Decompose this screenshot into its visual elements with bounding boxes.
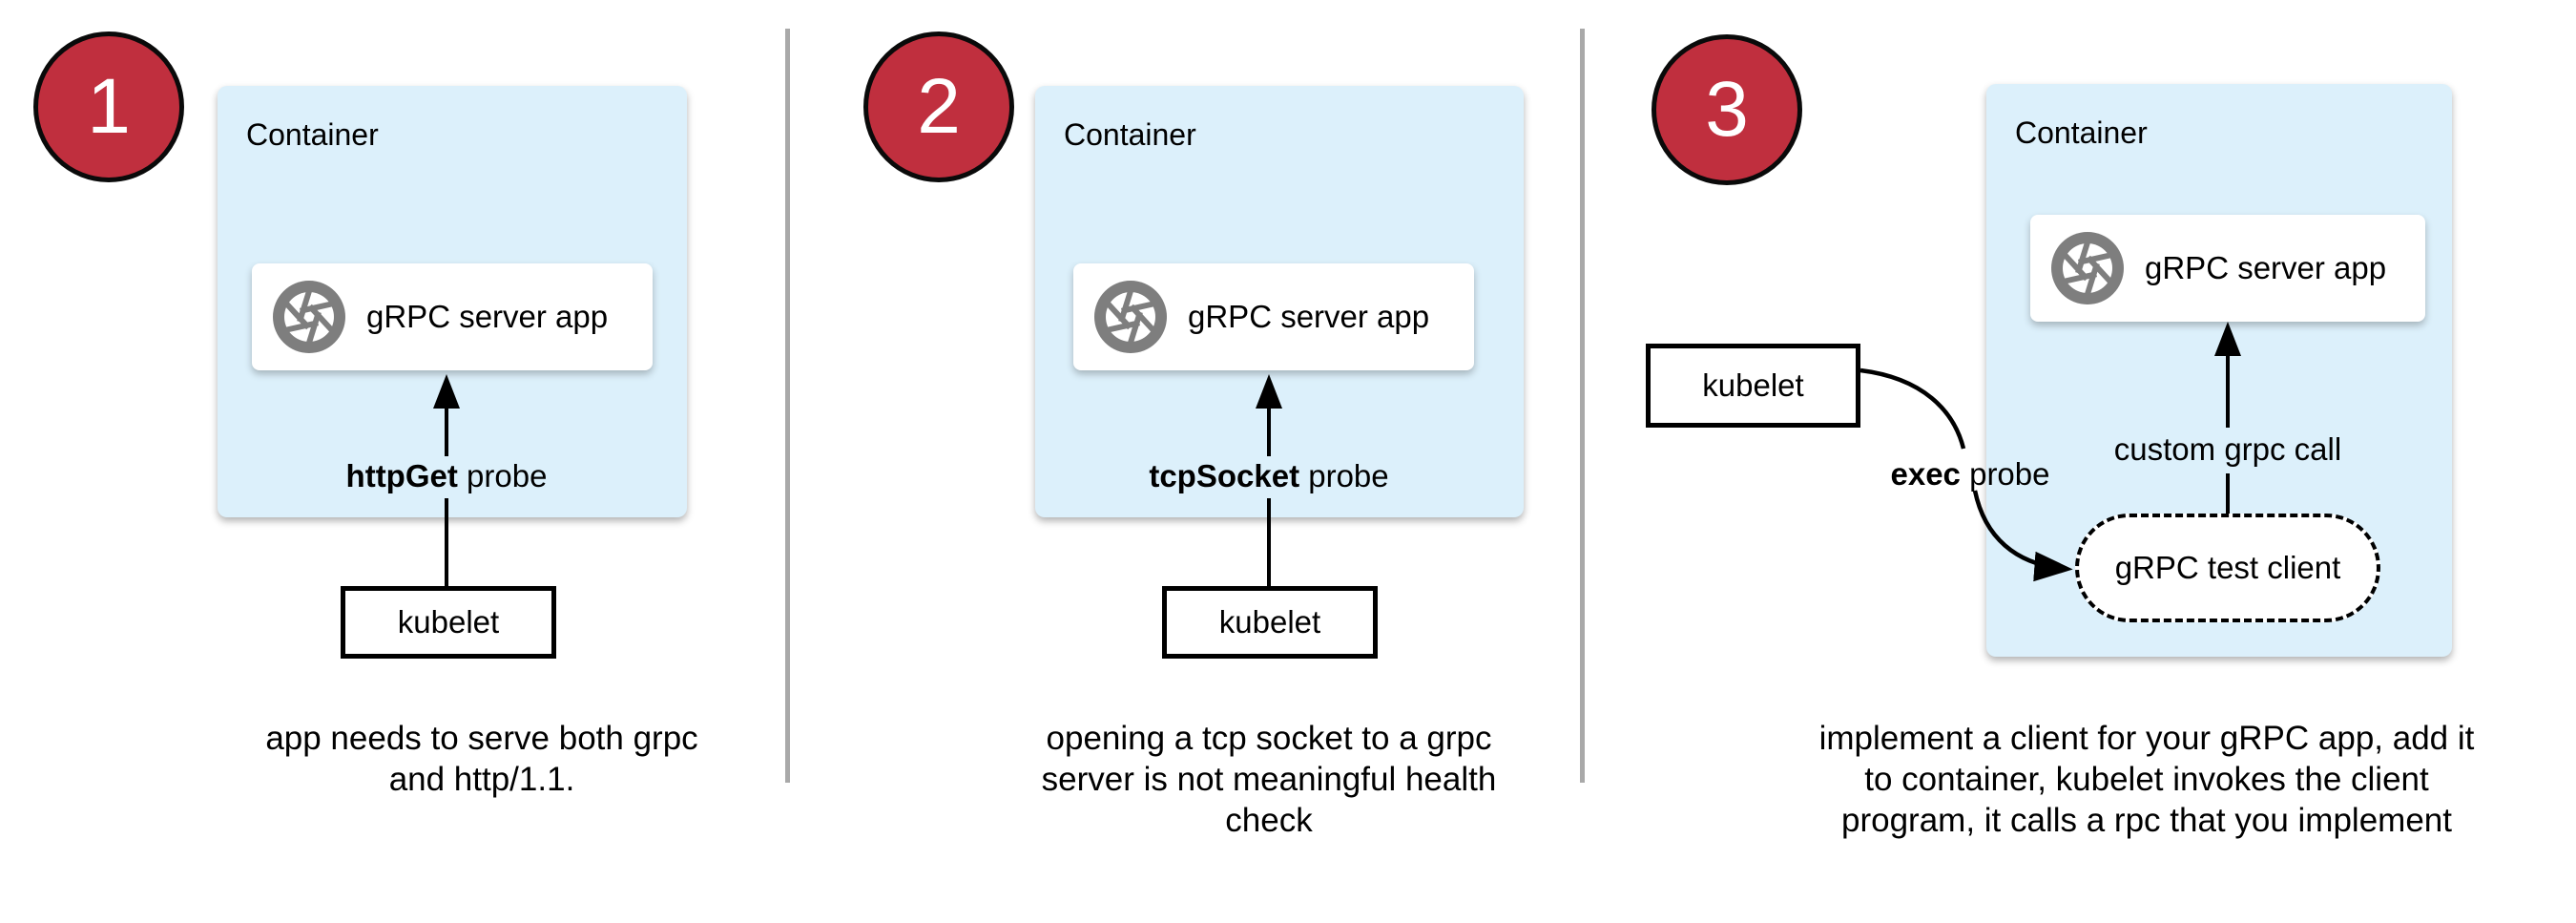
- step-badge-1: 1: [33, 31, 184, 182]
- caption-2: opening a tcp socket to a grpc server is…: [1041, 720, 1497, 839]
- grpc-test-client-pill: gRPC test client: [2075, 514, 2380, 622]
- step-number: 1: [87, 63, 131, 150]
- panel-divider-2: [1580, 29, 1585, 783]
- aperture-icon: [273, 281, 345, 353]
- kubelet-label: kubelet: [1702, 367, 1804, 403]
- step-number: 3: [1705, 66, 1749, 153]
- step-badge-3: 3: [1652, 34, 1802, 185]
- probe-word: probe: [1299, 458, 1389, 493]
- probe-word: probe: [1960, 456, 2050, 492]
- kubelet-box-1: kubelet: [341, 586, 556, 659]
- aperture-icon: [2051, 232, 2124, 304]
- probe-word: probe: [457, 458, 548, 493]
- step-badge-2: 2: [863, 31, 1014, 182]
- aperture-icon: [1094, 281, 1167, 353]
- container-label-1: Container: [246, 117, 379, 152]
- step-number: 2: [917, 63, 961, 150]
- probe-type: tcpSocket: [1149, 458, 1300, 493]
- container-label-3: Container: [2015, 115, 2148, 150]
- grpc-test-client-label: gRPC test client: [2114, 550, 2341, 585]
- caption-1: app needs to serve both grpc and http/1.…: [265, 720, 698, 798]
- probe-label-3: exec probe: [1827, 456, 2113, 493]
- kubelet-box-2: kubelet: [1162, 586, 1378, 659]
- probe-label-1: httpGet probe: [303, 458, 590, 494]
- probe-label-2: tcpSocket probe: [1102, 458, 1436, 494]
- kubelet-label: kubelet: [1218, 604, 1321, 640]
- grpc-server-app-box-2: gRPC server app: [1073, 263, 1474, 370]
- kubelet-box-3: kubelet: [1646, 344, 1860, 428]
- grpc-server-app-box-1: gRPC server app: [252, 263, 653, 370]
- probe-type: exec: [1890, 456, 1961, 492]
- grpc-server-app-label: gRPC server app: [1188, 299, 1430, 334]
- custom-grpc-call-label: custom grpc call: [2113, 431, 2342, 467]
- kubelet-label: kubelet: [397, 604, 500, 640]
- container-label-2: Container: [1064, 117, 1196, 152]
- caption-3: implement a client for your gRPC app, ad…: [1818, 720, 2475, 839]
- probe-type: httpGet: [345, 458, 458, 493]
- grpc-server-app-box-3: gRPC server app: [2030, 215, 2425, 322]
- grpc-server-app-label: gRPC server app: [366, 299, 609, 334]
- grpc-server-app-label: gRPC server app: [2145, 250, 2387, 285]
- panel-divider-1: [785, 29, 790, 783]
